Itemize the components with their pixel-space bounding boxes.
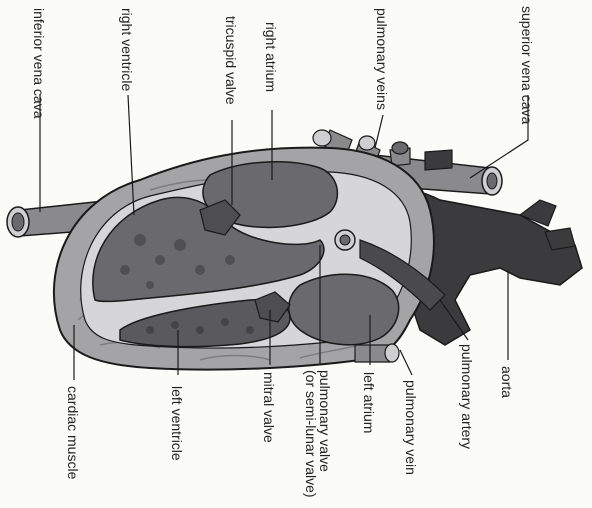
label-pulmonary-vein: pulmonary vein <box>403 380 419 475</box>
label-cardiac-muscle: cardiac muscle <box>65 386 81 480</box>
label-tricuspid-valve: tricuspid valve <box>223 16 239 105</box>
superior-vena-cava-lumen <box>487 173 497 189</box>
pulmonary-veins-leader <box>375 115 383 148</box>
label-left-ventricle: left ventricle <box>169 386 185 461</box>
inferior-vena-cava-lumen <box>12 213 24 231</box>
pulmonary-vein-opening <box>385 344 399 362</box>
label-superior-vena-cava: superior vena cava <box>519 6 535 125</box>
label-pulmonary-veins: pulmonary veins <box>374 8 390 110</box>
label-mitral-valve: mitral valve <box>261 372 277 443</box>
pulmonary-valve-center <box>340 235 350 245</box>
label-pulmonary-valve-line2: (or semi-lunar valve) <box>303 370 319 498</box>
label-left-atrium: left atrium <box>361 372 377 433</box>
pulmonary-vein-opening-1 <box>313 130 331 146</box>
label-aorta: aorta <box>499 366 515 398</box>
label-right-ventricle: right ventricle <box>119 8 135 91</box>
label-inferior-vena-cava: inferior vena cava <box>31 8 47 119</box>
pulmonary-vein-opening-3 <box>392 142 408 154</box>
pulmonary-vein-stub-4 <box>425 150 452 170</box>
label-right-atrium: right atrium <box>263 22 279 92</box>
left-atrium-chamber <box>289 274 399 344</box>
pulmonary-vein-opening-2 <box>359 136 375 150</box>
pulmonary-vein-leader <box>400 350 412 375</box>
label-pulmonary-artery: pulmonary artery <box>459 344 475 449</box>
